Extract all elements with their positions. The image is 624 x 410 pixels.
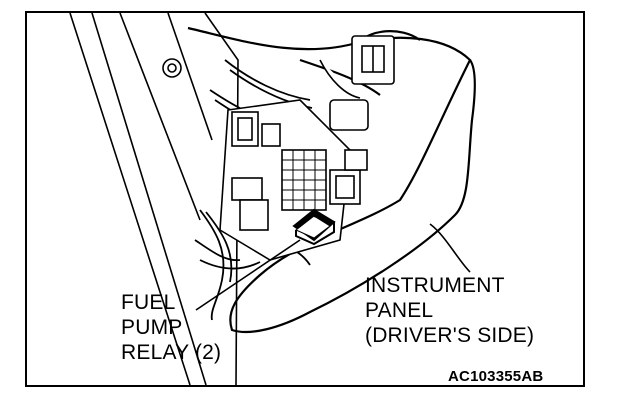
diagram-border: [25, 11, 585, 387]
panel-label-line-1: INSTRUMENT: [365, 274, 505, 297]
instrument-panel-label: INSTRUMENT PANEL (DRIVER'S SIDE): [365, 273, 534, 348]
door-pillar: [69, 12, 239, 386]
mounting-bolt: [162, 58, 182, 78]
leader-lines: [195, 223, 471, 311]
panel-label-line-3: (DRIVER'S SIDE): [365, 324, 535, 347]
panel-leader-line: [429, 223, 471, 273]
fuel-pump-relay-label: FUEL PUMP RELAY (2): [121, 290, 221, 365]
panel-label-line-2: PANEL: [365, 299, 434, 322]
relay-label-line-2: PUMP: [121, 316, 183, 339]
relay-label-line-3: RELAY (2): [121, 341, 222, 364]
relay-leader-line: [195, 239, 301, 311]
fuel-pump-relay: [292, 208, 336, 246]
upper-connector: [319, 35, 395, 131]
relay-label-line-1: FUEL: [121, 291, 176, 314]
figure-code: AC103355AB: [448, 368, 544, 385]
